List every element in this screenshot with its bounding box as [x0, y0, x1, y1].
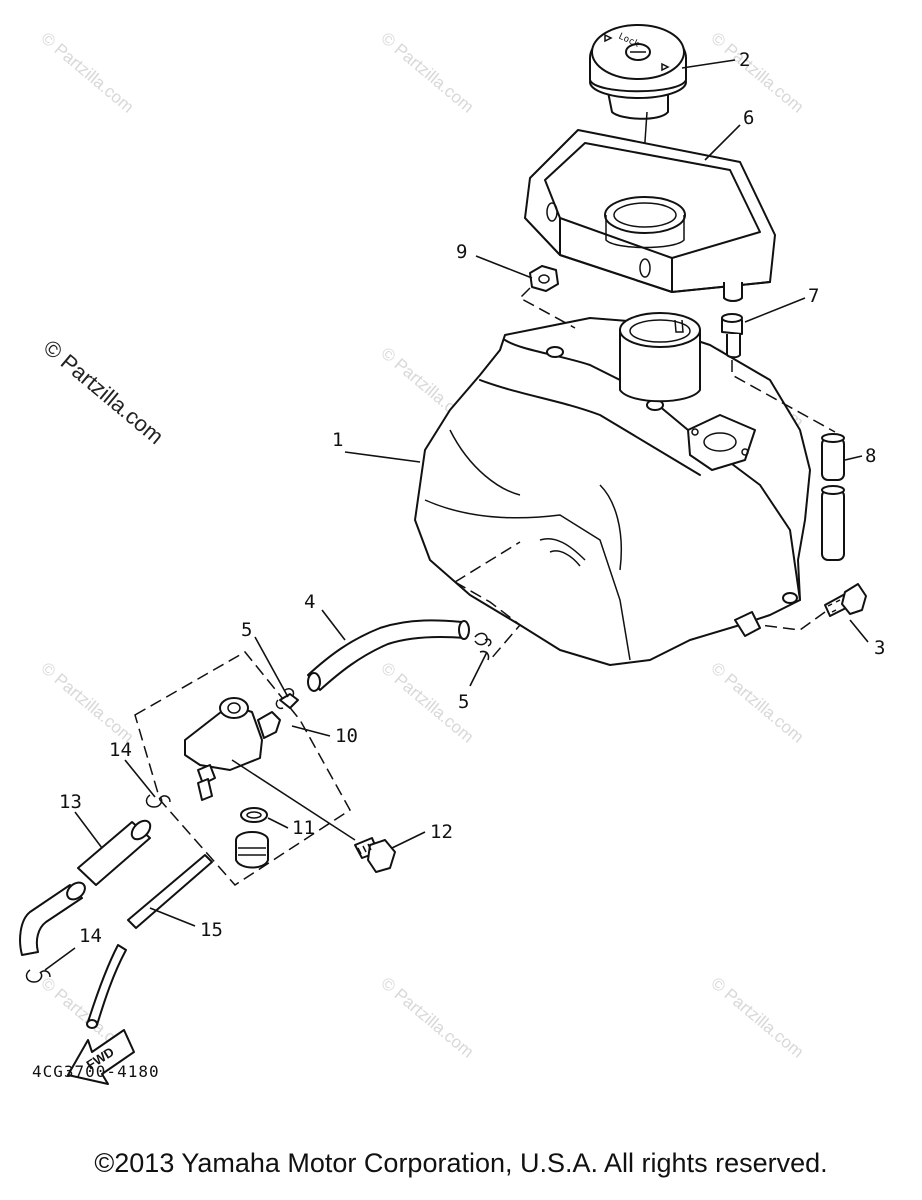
part-number-14: 14: [79, 925, 102, 947]
watermark: © Partzilla.com: [707, 29, 807, 117]
hose-clip-part: [25, 794, 171, 983]
hose-13-part: [19, 819, 152, 956]
copyright-notice: ©2013 Yamaha Motor Corporation, U.S.A. A…: [94, 1148, 828, 1178]
part-number-2: 2: [739, 49, 750, 71]
fuel-tank-part: [414, 312, 811, 666]
part-number-13: 13: [59, 791, 82, 813]
part-number-12: 12: [430, 821, 453, 843]
part-number-6: 6: [743, 107, 754, 129]
part-number-15: 15: [200, 919, 223, 941]
part-numbers: 2 6 7 9 1 8 3 4 5 5 10 14 11 12 13 14 15: [59, 49, 885, 947]
fuel-hose-part: [307, 541, 522, 692]
watermark: © Partzilla.com: [37, 659, 137, 747]
drain-plug-part: [235, 807, 269, 869]
fuel-cap-part: Lock: [589, 24, 687, 216]
leader-lines: [44, 59, 869, 971]
fuel-cock-part: [134, 651, 356, 886]
part-number-5: 5: [458, 691, 469, 713]
bolt-part: [759, 583, 867, 631]
screw-part: [354, 837, 396, 873]
forward-arrow: FWD: [67, 1029, 135, 1085]
part-number-7: 7: [808, 285, 819, 307]
part-number-4: 4: [304, 591, 315, 613]
nut-part: [518, 265, 576, 329]
watermark: © Partzilla.com: [377, 29, 477, 117]
breather-fitting-part: [721, 313, 743, 359]
part-number-9: 9: [456, 241, 467, 263]
fuel-tank-cover-part: [524, 129, 776, 302]
watermark: © Partzilla.com: [377, 974, 477, 1062]
part-number-1: 1: [332, 429, 343, 451]
part-number-5: 5: [241, 619, 252, 641]
part-number-3: 3: [874, 637, 885, 659]
watermark: © Partzilla.com: [37, 29, 137, 117]
part-number-8: 8: [865, 445, 876, 467]
breather-hose-part: [821, 433, 845, 561]
watermark: © Partzilla.com: [707, 659, 807, 747]
part-number-11: 11: [292, 817, 315, 839]
breather-dash-line: [731, 360, 836, 433]
hose-15-part: [86, 854, 213, 1029]
part-number-14: 14: [109, 739, 132, 761]
watermark: © Partzilla.com: [707, 974, 807, 1062]
part-number-10: 10: [335, 725, 358, 747]
watermark-large: © Partzilla.com: [39, 335, 169, 449]
diagram-code: 4CG3700-4180: [32, 1062, 160, 1081]
